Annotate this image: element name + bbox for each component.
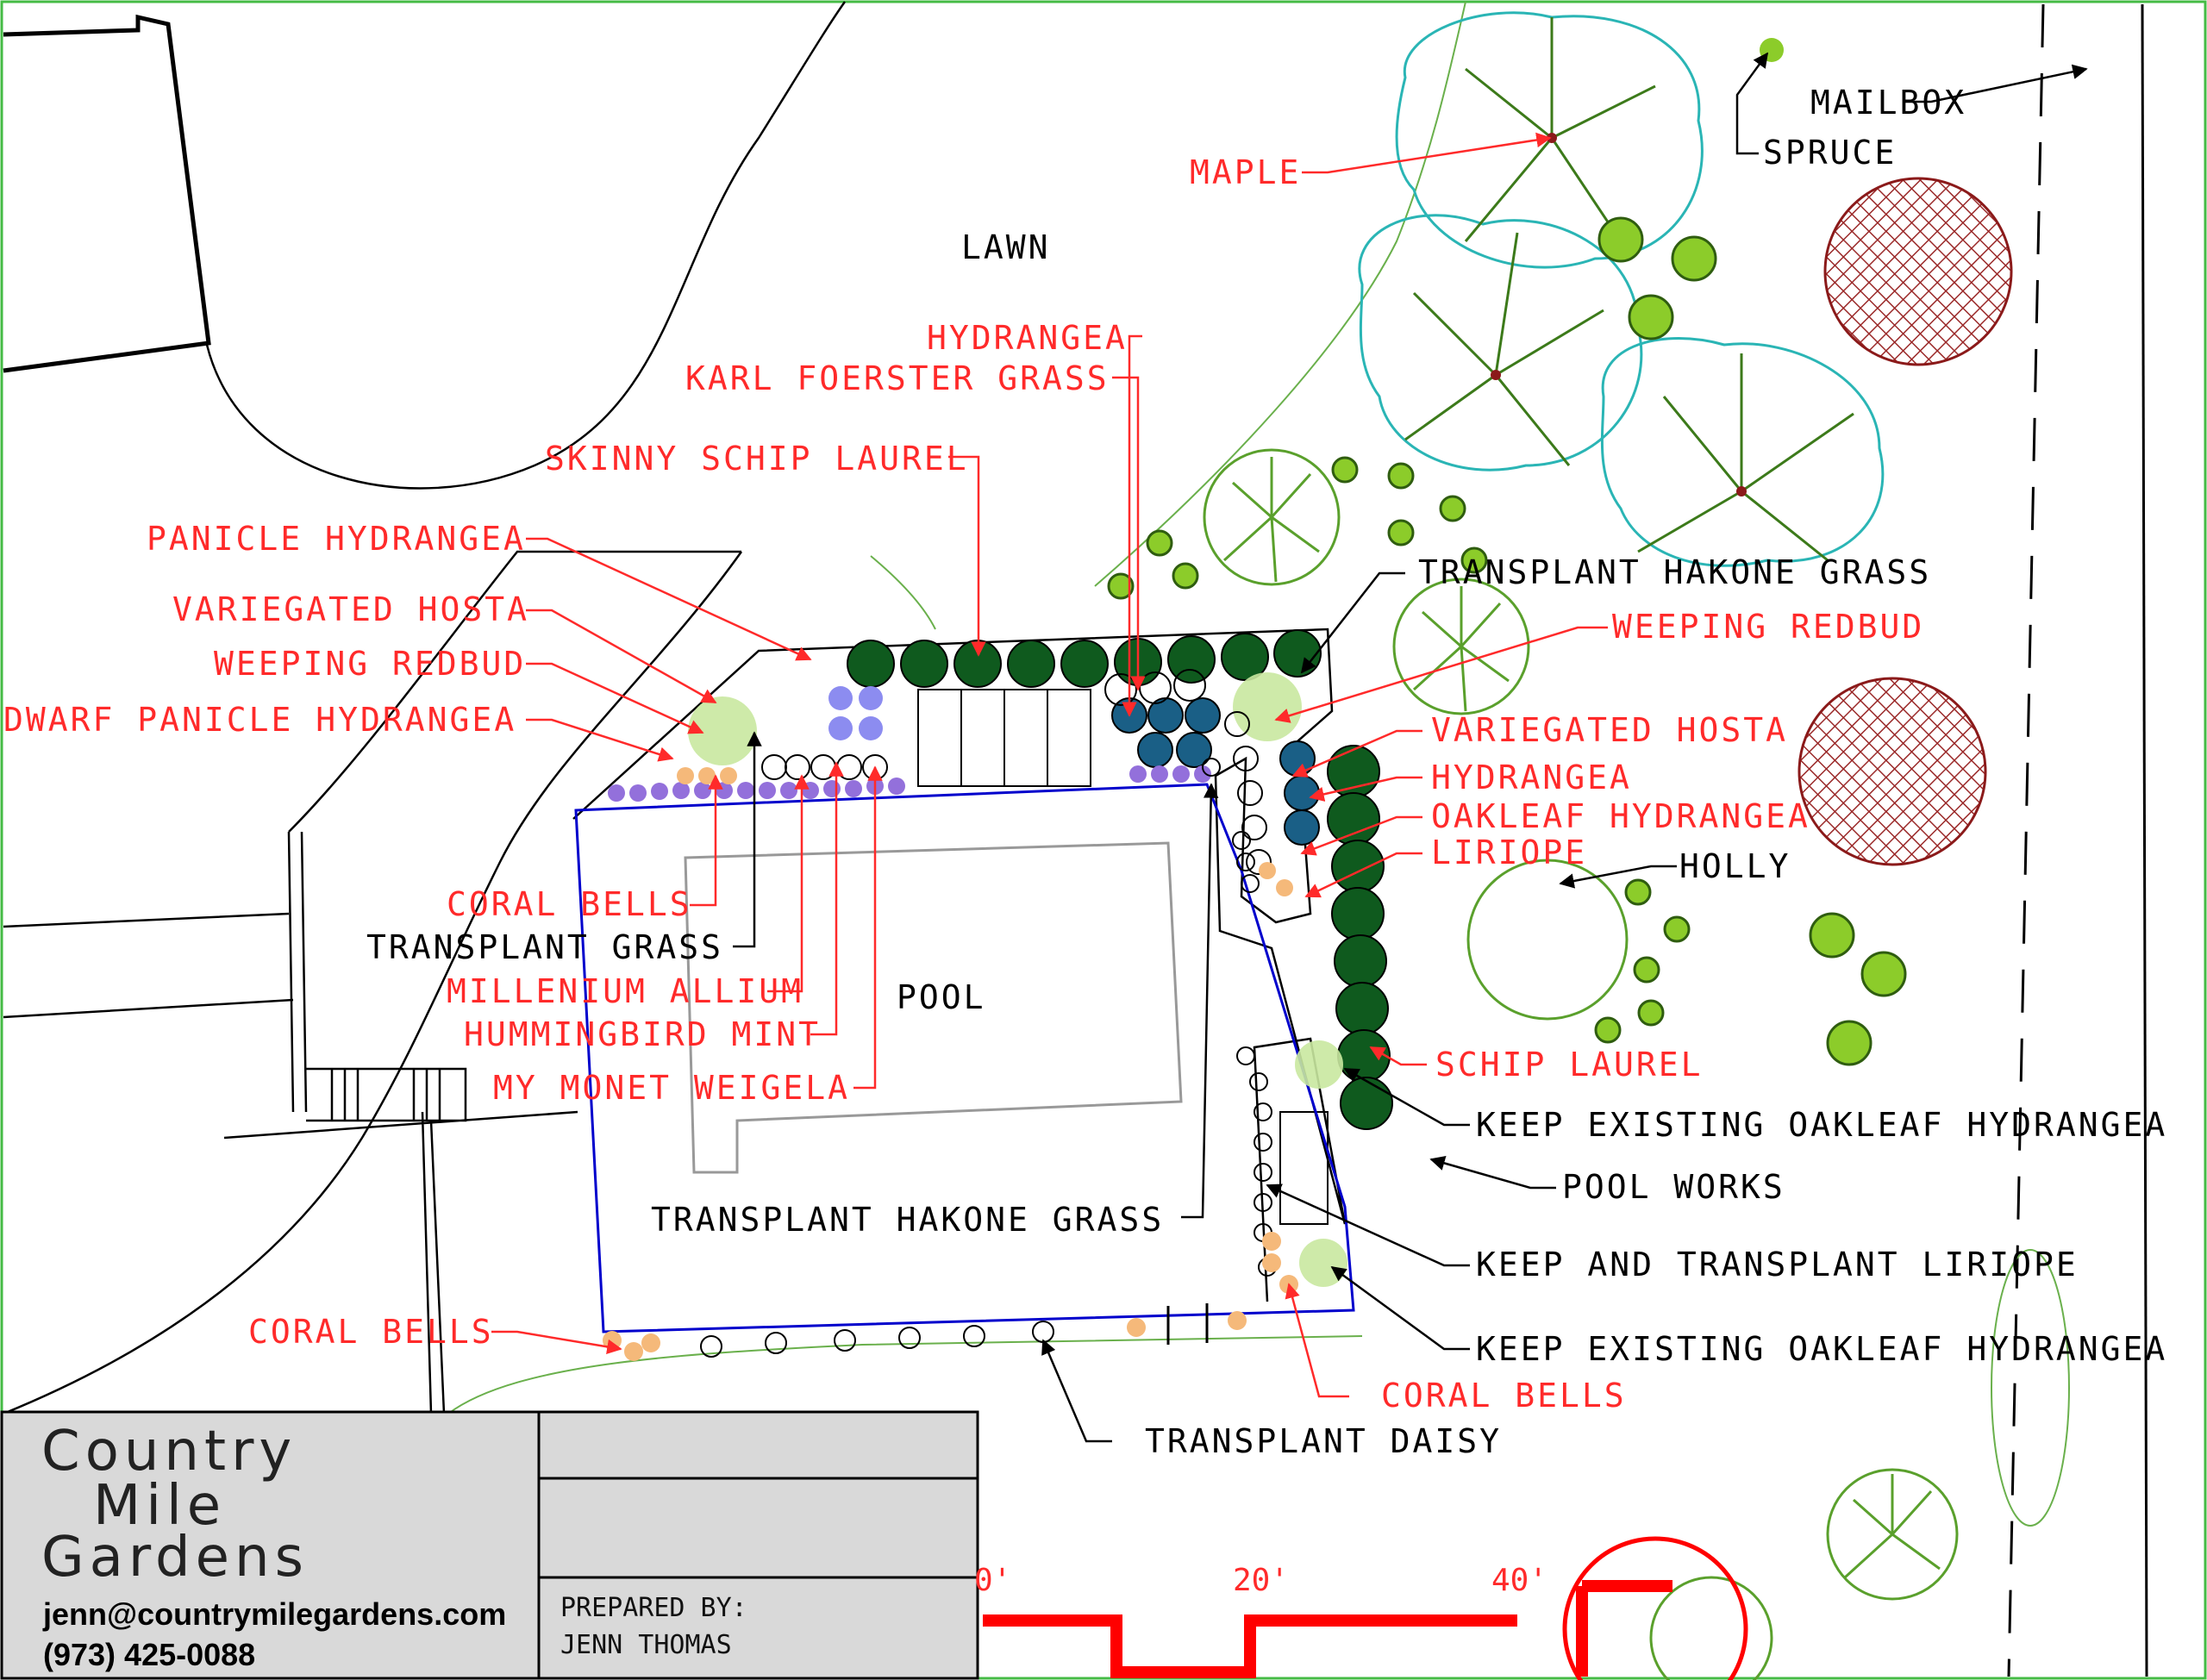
label-panicle-hydrangea: PANICLE HYDRANGEA [147, 520, 526, 558]
label-pool-works: POOL WORKS [1562, 1168, 1785, 1206]
label-holly: HOLLY [1679, 847, 1791, 885]
scale-red-circle [1562, 1536, 1748, 1680]
label-millenium-allium: MILLENIUM ALLIUM [447, 972, 803, 1010]
label-karl-foerster: KARL FOERSTER GRASS [685, 359, 1110, 397]
star-trees [1203, 448, 1959, 1680]
pool-water [684, 841, 1183, 1174]
driveway-curve-outer [3, 551, 743, 1415]
mint-lilac [828, 686, 883, 740]
small-bed-plants [700, 669, 1277, 1358]
scale-red-square [1576, 1580, 1672, 1677]
label-transplant-hakone-bottom: TRANSPLANT HAKONE GRASS [651, 1201, 1164, 1239]
prepared-by-label: PREPARED BY: [560, 1593, 747, 1623]
brand-line1: Country [41, 1420, 297, 1483]
steps [223, 1067, 578, 1415]
label-my-monet: MY MONET WEIGELA [493, 1069, 850, 1107]
bed-edge-curve [870, 555, 936, 630]
maple-trees [1358, 11, 1885, 567]
lawn-edge-curve [1094, 1, 1466, 587]
label-keep-oakleaf-2: KEEP EXISTING OAKLEAF HYDRANGEA [1476, 1330, 2167, 1368]
label-hydrangea-right: HYDRANGEA [1431, 759, 1632, 796]
label-keep-liriope: KEEP AND TRANSPLANT LIRIOPE [1476, 1246, 2079, 1283]
walkway-upper [287, 550, 741, 1113]
label-coral-bells-1: CORAL BELLS [447, 885, 692, 923]
holly-circle [1466, 859, 1629, 1021]
maple-branches [1404, 17, 1854, 562]
label-spruce: SPRUCE [1763, 134, 1897, 172]
scale-tick-20: 20' [1233, 1563, 1289, 1598]
label-coral-bells-3: CORAL BELLS [1381, 1377, 1627, 1415]
scale-tick-0: 0' [974, 1563, 1011, 1598]
walkway-lower [3, 912, 294, 1019]
label-keep-oakleaf-1: KEEP EXISTING OAKLEAF HYDRANGEA [1476, 1106, 2167, 1144]
driveway-curve [205, 1, 847, 490]
shrub-oval [1991, 1249, 2070, 1527]
label-variegated-hosta-right: VARIEGATED HOSTA [1431, 711, 1788, 749]
red-leaders [491, 132, 1608, 1398]
prepared-by-name: JENN THOMAS [560, 1630, 732, 1660]
label-transplant-grass: TRANSPLANT GRASS [366, 928, 723, 966]
label-coral-bells-2: CORAL BELLS [248, 1313, 494, 1351]
scale-tick-40: 40' [1491, 1563, 1547, 1598]
brand-line3: Gardens [41, 1526, 309, 1589]
small-shrubs [1107, 216, 1907, 1066]
label-skinny-schip: SKINNY SCHIP LAUREL [545, 440, 969, 478]
label-maple: MAPLE [1190, 153, 1301, 191]
title-block: Country Mile Gardens jenn@countrymilegar… [0, 1410, 979, 1680]
label-oakleaf-hydrangea: OAKLEAF HYDRANGEA [1431, 797, 1810, 835]
road-centerline [2007, 3, 2045, 1677]
road-edge [2141, 3, 2148, 1677]
label-schip-laurel: SCHIP LAUREL [1435, 1046, 1704, 1084]
label-dwarf-panicle: DWARF PANICLE HYDRANGEA [3, 701, 516, 739]
hatched-tree-top [1823, 177, 2013, 366]
label-variegated-hosta-left: VARIEGATED HOSTA [172, 590, 529, 628]
label-weeping-redbud-left: WEEPING REDBUD [214, 645, 526, 683]
label-transplant-daisy: TRANSPLANT DAISY [1145, 1422, 1502, 1460]
label-transplant-hakone-top: TRANSPLANT HAKONE GRASS [1418, 553, 1931, 591]
scale-bar: 0' 20' 40' [974, 1563, 1547, 1678]
lawn-label: LAWN [961, 228, 1051, 266]
brand-line2: Mile [93, 1474, 226, 1538]
email: jenn@countrymilegardens.com [42, 1596, 506, 1632]
phone: (973) 425-0088 [43, 1637, 255, 1672]
lawn-edge-bottom [447, 1335, 1363, 1415]
label-hummingbird-mint: HUMMINGBIRD MINT [464, 1015, 821, 1053]
label-liriope: LIRIOPE [1431, 834, 1587, 871]
label-hydrangea-top: HYDRANGEA [927, 319, 1128, 357]
house-outline [3, 14, 211, 373]
hatched-tree-mid [1797, 677, 1987, 866]
black-leaders [733, 52, 2088, 1443]
pool-label: POOL [897, 978, 986, 1016]
label-weeping-redbud-right: WEEPING REDBUD [1612, 608, 1924, 646]
redbud-pale [688, 672, 1347, 1287]
pool-equipment [1279, 1111, 1329, 1225]
label-mailbox: MAILBOX [1810, 84, 1966, 122]
coral-bells-dots [603, 767, 1298, 1361]
